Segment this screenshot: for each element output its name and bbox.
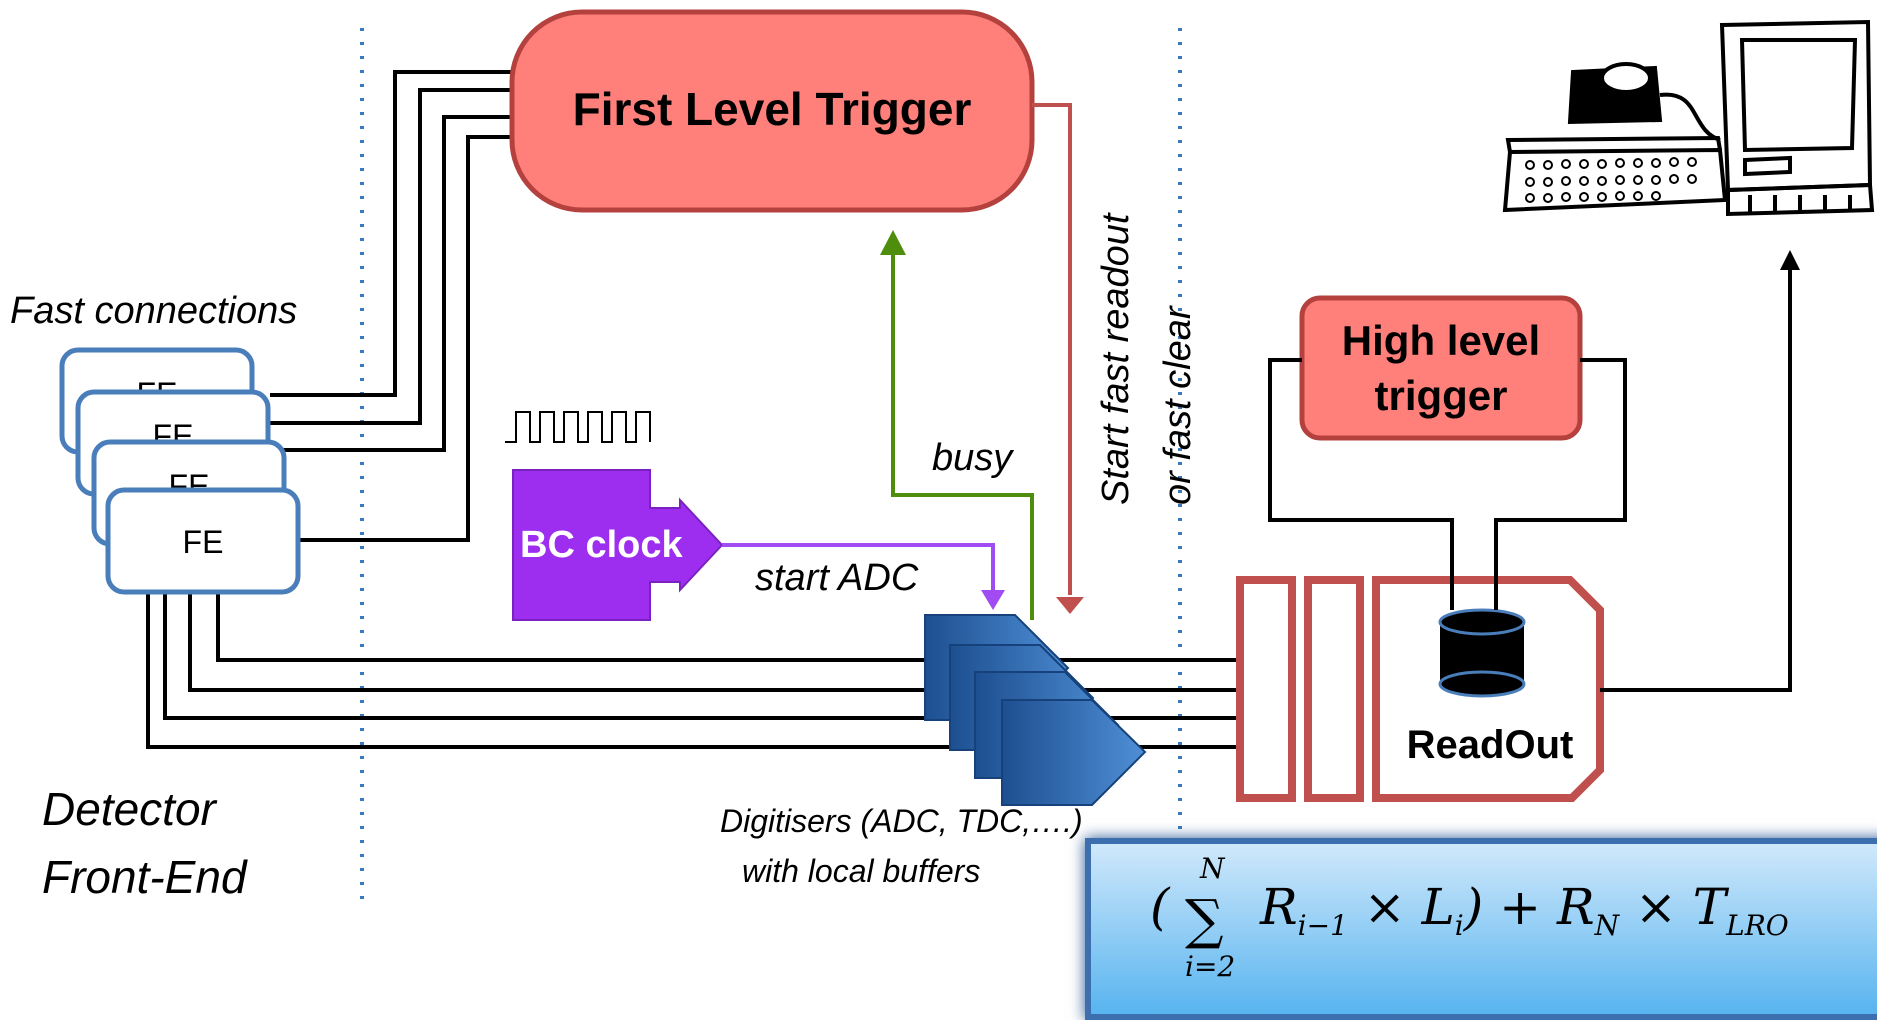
readout-to-computer-arrowhead bbox=[1780, 250, 1800, 270]
readout-label: ReadOut bbox=[1407, 723, 1574, 767]
digitiser-readout-wires bbox=[1145, 658, 1240, 749]
start-fast-readout-label: Start fast readout bbox=[1095, 212, 1137, 505]
start-fast-readout-wire bbox=[1032, 103, 1072, 595]
digitisers-label-1: Digitisers (ADC, TDC,….) bbox=[720, 803, 1083, 839]
start-fast-readout-arrowhead bbox=[1056, 597, 1084, 614]
digitiser-stack bbox=[924, 614, 1147, 806]
high-level-trigger-wires bbox=[1268, 358, 1627, 610]
high-level-trigger-box bbox=[1299, 295, 1583, 441]
front-end-label: Front-End bbox=[42, 851, 248, 903]
fast-connection-wires bbox=[270, 70, 512, 542]
high-level-trigger-label-2: trigger bbox=[1374, 372, 1507, 419]
high-level-trigger-label-1: High level bbox=[1342, 317, 1540, 364]
fe-digitiser-wires bbox=[146, 590, 1240, 749]
dead-time-formula: ( ∑ N i=2 Ri−1 × Li) + RN × TLRO bbox=[1150, 852, 1850, 983]
formula-upper-limit: N bbox=[1200, 852, 1225, 885]
readout-buffer-1 bbox=[1236, 576, 1296, 802]
first-level-trigger-label: First Level Trigger bbox=[573, 83, 972, 135]
readout-to-computer-wire bbox=[1600, 268, 1792, 692]
busy-label: busy bbox=[932, 437, 1014, 479]
formula-sigma: ∑ bbox=[1185, 888, 1224, 951]
fast-connections-label: Fast connections bbox=[10, 290, 297, 332]
detector-label: Detector bbox=[42, 783, 218, 835]
bc-clock-label: BC clock bbox=[520, 524, 683, 566]
first-level-trigger-box bbox=[509, 9, 1035, 213]
computer-icon bbox=[1502, 19, 1875, 217]
fe-box-4 bbox=[105, 487, 301, 595]
database-icon bbox=[1438, 608, 1526, 698]
digitisers-label-2: with local buffers bbox=[742, 853, 980, 889]
clock-waveform-icon bbox=[505, 411, 651, 443]
start-adc-wire bbox=[722, 543, 995, 592]
busy-arrowhead bbox=[880, 230, 906, 255]
start-adc-label: start ADC bbox=[755, 557, 919, 599]
start-adc-arrowhead bbox=[981, 590, 1005, 610]
busy-wire bbox=[891, 252, 1034, 620]
keyboard-keys bbox=[1525, 157, 1697, 203]
formula-lower-limit: i=2 bbox=[1185, 950, 1236, 983]
readout-buffer-2 bbox=[1304, 576, 1364, 802]
bc-clock-block bbox=[512, 469, 724, 621]
formula-open-paren: ( bbox=[1150, 878, 1170, 936]
formula-body: Ri−1 × Li) + RN × TLRO bbox=[1260, 878, 1789, 942]
fe-label-4: FE bbox=[183, 524, 224, 560]
or-fast-clear-label: or fast clear bbox=[1157, 305, 1199, 505]
